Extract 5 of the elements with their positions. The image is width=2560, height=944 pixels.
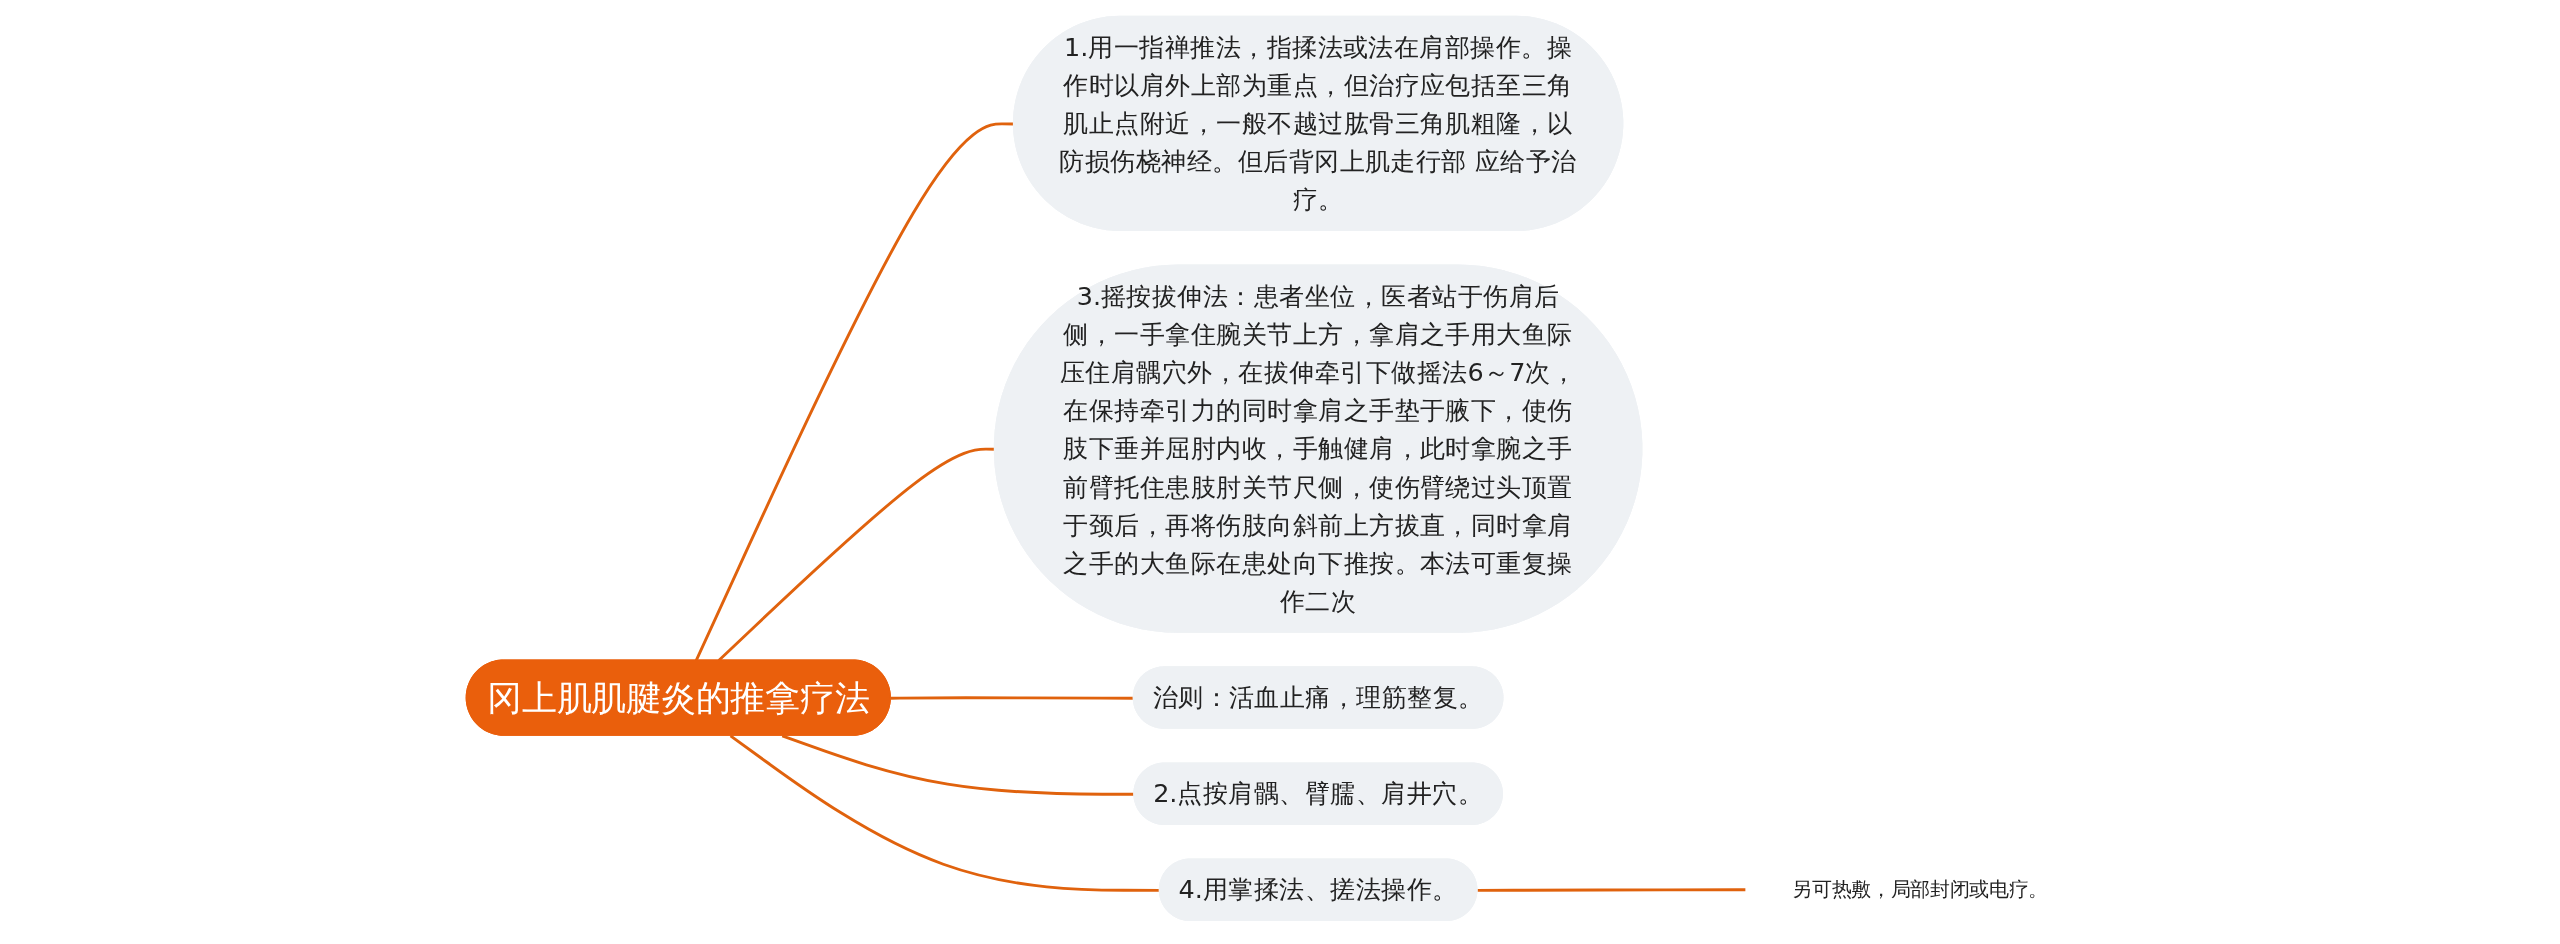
connector: [729, 734, 1160, 892]
connector: [1477, 888, 1746, 892]
node-text: 另可热敷，局部封闭或电疗。: [1791, 877, 2048, 901]
connector: [890, 696, 1134, 700]
connector: [781, 734, 1135, 796]
